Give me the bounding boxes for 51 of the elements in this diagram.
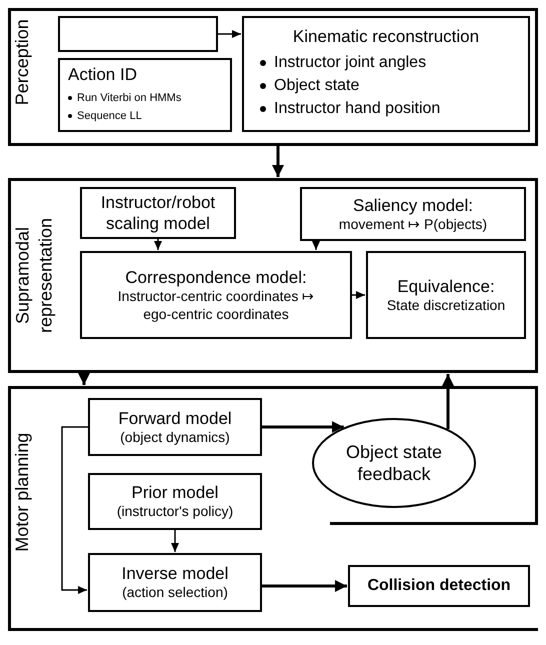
panel-label: Motor planning	[10, 432, 33, 554]
ellipse-label: Object state feedback	[344, 440, 444, 486]
process-box	[80, 251, 352, 339]
box-title: Inverse model	[122, 563, 228, 584]
box-subtitle: Instructor-centric coordinates ↦ ego-centric coordinates	[116, 288, 316, 324]
feedback-ellipse	[312, 418, 476, 508]
arrow	[352, 291, 365, 299]
arrow	[171, 530, 179, 552]
box-title: Action ID	[68, 64, 138, 86]
bullet-item: Run Viterbi on HMMs	[68, 89, 222, 108]
process-box	[366, 251, 526, 339]
perception-panel	[8, 8, 538, 146]
process-box	[88, 473, 262, 530]
box-title: Collision detection	[367, 576, 511, 596]
arrow	[262, 421, 344, 433]
panel-label: Supramodal representation	[12, 216, 56, 336]
arrow	[218, 30, 241, 38]
process-box	[88, 553, 262, 612]
process-box	[80, 187, 236, 239]
box-title: Kinematic reconstruction	[292, 26, 480, 48]
box-title: Instructor/robot scaling model	[100, 192, 216, 234]
motor-planning-panel	[8, 386, 538, 631]
supramodal-panel	[8, 178, 538, 373]
arrow	[272, 146, 284, 177]
empty-box	[58, 16, 218, 52]
panel-label: Perception	[10, 18, 33, 108]
process-box	[242, 16, 530, 132]
box-title: Prior model	[132, 482, 218, 504]
bullet-item: Object state	[252, 74, 520, 98]
box-subtitle: movement ↦ P(objects)	[338, 216, 488, 234]
bullet-item: Instructor joint angles	[252, 51, 520, 74]
box-title: Equivalence:	[397, 276, 495, 297]
box-subtitle: (instructor's policy)	[116, 503, 234, 521]
arrow	[61, 426, 88, 594]
process-box	[300, 187, 526, 241]
arrow	[312, 241, 320, 250]
arrow	[442, 374, 454, 430]
arrow	[78, 373, 90, 385]
box-subtitle: State discretization	[386, 296, 506, 314]
box-title: Correspondence model:	[125, 266, 307, 288]
bullet-item: Instructor hand position	[252, 97, 520, 120]
process-box	[88, 398, 262, 456]
arrow	[262, 580, 347, 592]
process-box	[348, 565, 530, 607]
box-title: Forward model	[118, 408, 232, 429]
box-subtitle: (object dynamics)	[120, 428, 230, 446]
bullet-item: Sequence LL	[68, 107, 222, 126]
process-box	[58, 58, 232, 132]
box-subtitle: (action selection)	[122, 584, 228, 602]
box-title: Saliency model:	[352, 194, 473, 216]
arrow	[154, 239, 162, 250]
